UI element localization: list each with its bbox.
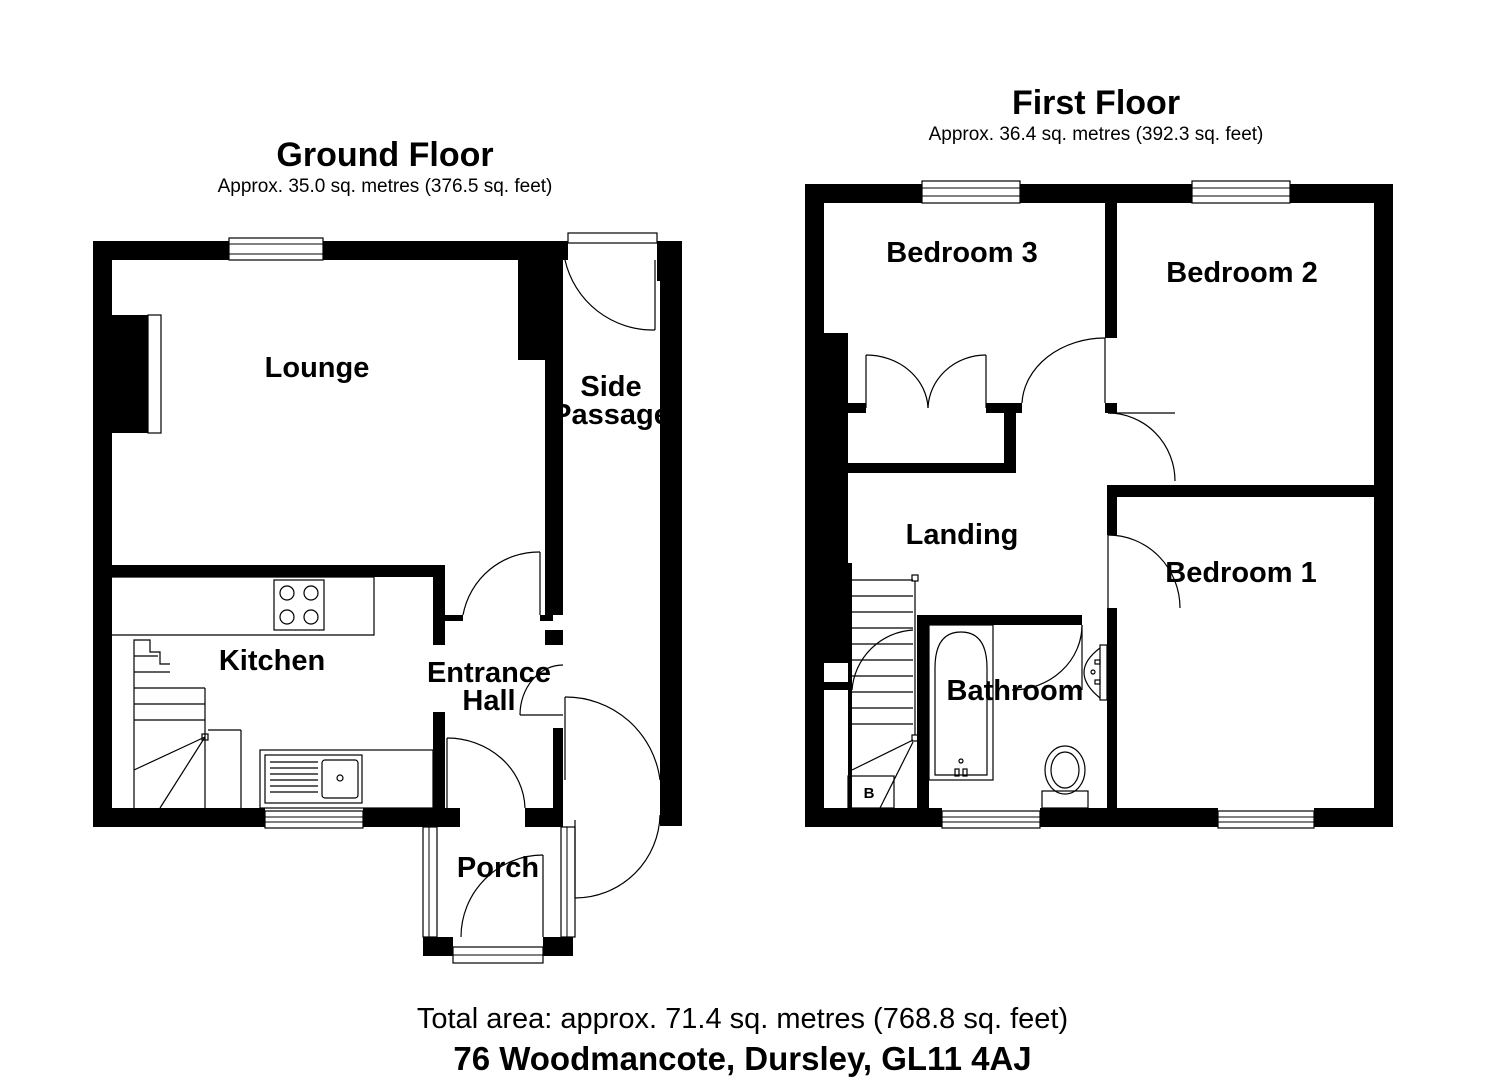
bedroom1-window xyxy=(1217,810,1315,829)
kitchen-window xyxy=(264,810,364,829)
side-passage-label-line1: Side xyxy=(580,371,641,403)
property-address: 76 Woodmancote, Dursley, GL11 4AJ xyxy=(453,1040,1032,1077)
kitchen-stairs xyxy=(133,639,242,809)
first-floor-fittings: B xyxy=(847,574,1108,809)
hob-icon xyxy=(273,579,325,631)
first-floor-doors xyxy=(865,337,1181,691)
ground-floor-title: Ground Floor xyxy=(276,136,493,174)
first-floor-area: Approx. 36.4 sq. metres (392.3 sq. feet) xyxy=(929,124,1264,145)
side-passage-window xyxy=(567,232,658,244)
landing-stairs xyxy=(851,574,919,809)
entrance-hall-label-line2: Hall xyxy=(462,685,515,717)
first-floor-windows xyxy=(921,180,1315,829)
ground-floor-room-labels: Lounge Side Passage Kitchen Entrance Hal… xyxy=(219,352,670,884)
toilet-icon xyxy=(1041,745,1089,809)
bathroom-window xyxy=(941,810,1041,829)
boiler-label: B xyxy=(864,785,875,802)
kitchen-fittings xyxy=(112,576,434,809)
first-floor-walls xyxy=(805,184,1393,827)
lounge-label: Lounge xyxy=(265,352,370,384)
ground-floor-area: Approx. 35.0 sq. metres (376.5 sq. feet) xyxy=(218,176,553,197)
porch-left-window xyxy=(422,826,438,938)
side-passage-label-line2: Passage xyxy=(552,399,670,431)
sink-icon xyxy=(264,754,363,804)
first-floor-plan: First Floor Approx. 36.4 sq. metres (392… xyxy=(805,84,1393,829)
kitchen-label: Kitchen xyxy=(219,645,325,677)
bedroom3-label: Bedroom 3 xyxy=(886,237,1037,269)
bedroom2-label: Bedroom 2 xyxy=(1166,257,1317,289)
bedroom1-label: Bedroom 1 xyxy=(1165,557,1316,589)
basin-icon xyxy=(1099,644,1108,701)
ground-floor-doors xyxy=(446,259,661,938)
porch-label: Porch xyxy=(457,852,539,884)
first-floor-room-labels: Bedroom 3 Bedroom 2 Landing Bedroom 1 Ba… xyxy=(886,237,1317,707)
bathroom-label: Bathroom xyxy=(947,675,1084,707)
boiler-cupboard xyxy=(847,775,895,809)
ground-floor-plan: Ground Floor Approx. 35.0 sq. metres (37… xyxy=(93,136,682,964)
ground-floor-walls xyxy=(93,241,682,956)
bath-icon xyxy=(928,624,994,781)
entrance-hall-label-line1: Entrance xyxy=(427,657,551,689)
landing-label: Landing xyxy=(906,519,1019,551)
ground-floor-windows xyxy=(228,232,658,964)
bedroom2-window xyxy=(1191,180,1291,204)
total-area: Total area: approx. 71.4 sq. metres (768… xyxy=(416,1003,1069,1035)
bedroom3-window xyxy=(921,180,1021,204)
first-floor-title: First Floor xyxy=(1012,84,1180,122)
porch-right-window xyxy=(560,826,576,938)
lounge-window xyxy=(228,237,324,261)
